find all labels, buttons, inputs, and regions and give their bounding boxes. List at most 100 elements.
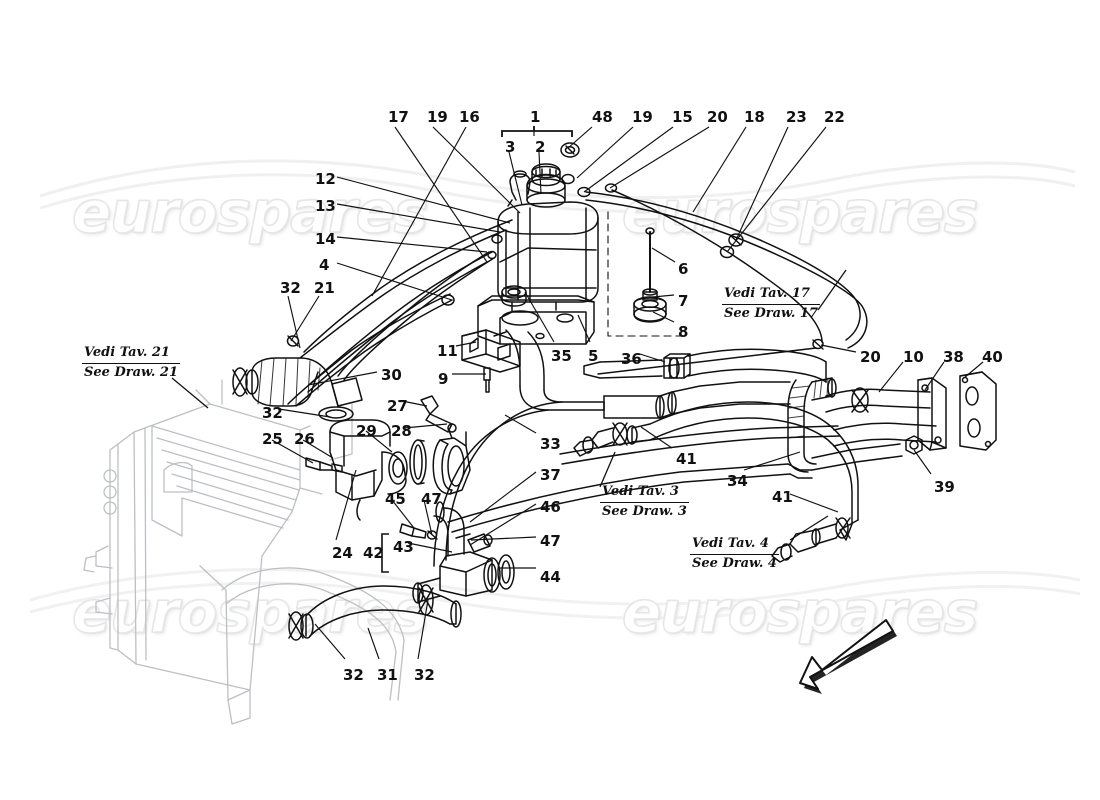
leader-line-19	[432, 126, 521, 214]
callout-number-4: 4	[319, 256, 330, 274]
callout-number-15: 15	[672, 108, 693, 126]
callout-number-31: 31	[377, 666, 398, 684]
leader-line-2	[538, 151, 542, 195]
pipe-end-44	[483, 557, 501, 593]
leader-line-4	[336, 262, 453, 301]
leader-line-10	[878, 361, 904, 393]
clamp-20	[812, 338, 824, 350]
callout-number-21: 21	[314, 279, 335, 297]
leader-line-16	[371, 126, 467, 297]
bracket-group-42	[381, 533, 389, 573]
leader-line-17	[394, 126, 488, 263]
hose-34-lower	[649, 401, 859, 563]
callout-number-44: 44	[540, 568, 561, 586]
expansion-tank	[497, 201, 599, 313]
leader-line-25	[271, 439, 314, 464]
leader-line-24	[335, 469, 357, 541]
callout-number-38: 38	[943, 348, 964, 366]
clamp-23	[728, 233, 744, 247]
callout-number-41: 41	[676, 450, 697, 468]
leader-line-29	[365, 430, 393, 453]
leader-line-47	[470, 536, 537, 541]
watermark-text: eurospares	[621, 577, 979, 646]
callout-number-28: 28	[391, 422, 412, 440]
leader-line-43	[407, 542, 453, 553]
leader-line-32	[287, 295, 301, 349]
callout-number-39: 39	[934, 478, 955, 496]
ref-tav-3-leader	[599, 451, 616, 488]
leader-line-39	[913, 449, 932, 475]
callout-number-19: 19	[632, 108, 653, 126]
leader-line-5	[577, 314, 591, 343]
leader-line-22	[726, 126, 827, 253]
leader-line-32	[278, 408, 331, 418]
leader-line-12	[336, 176, 511, 224]
background-swoosh-top	[39, 159, 1076, 214]
leader-line-18	[692, 126, 747, 213]
callout-number-6: 6	[678, 260, 689, 278]
clamp-36	[663, 353, 691, 379]
leader-line-41	[640, 426, 673, 449]
callout-number-18: 18	[744, 108, 765, 126]
callout-number-32: 32	[262, 404, 283, 422]
callout-number-16: 16	[459, 108, 480, 126]
gasket-29	[409, 439, 427, 485]
callout-number-29: 29	[356, 422, 377, 440]
hose-16	[337, 251, 495, 381]
leader-line-15	[583, 126, 674, 193]
plate-40	[959, 371, 997, 451]
callout-number-43: 43	[393, 538, 414, 556]
callout-number-17: 17	[388, 108, 409, 126]
bolt-9	[483, 367, 491, 393]
leader-line-31	[367, 627, 380, 660]
leader-line-11	[455, 341, 477, 347]
clamp-10	[851, 387, 869, 413]
ref-tav-17-leader	[817, 269, 847, 311]
leader-line-7	[652, 294, 675, 298]
ref-tav-4-line-it: Vedi Tav. 4	[690, 536, 779, 555]
callout-number-42: 42	[363, 544, 384, 562]
leader-line-28	[403, 423, 448, 429]
leader-line-21	[290, 295, 320, 342]
callout-number-22: 22	[824, 108, 845, 126]
callout-number-32: 32	[280, 279, 301, 297]
callout-number-47: 47	[540, 532, 561, 550]
hose-30	[232, 357, 363, 422]
radiator-assembly-ghost	[83, 379, 405, 725]
bolt-27	[420, 395, 457, 433]
watermark-text: eurospares	[71, 177, 429, 246]
leader-line-33	[504, 414, 537, 434]
detail-frame	[607, 211, 689, 337]
leader-line-37	[469, 471, 537, 523]
tube-20-horizontal	[597, 347, 817, 375]
rod-and-grommet	[633, 227, 667, 323]
callout-number-45: 45	[385, 490, 406, 508]
callout-number-32: 32	[343, 666, 364, 684]
ref-tav-21-leader	[171, 377, 209, 409]
washer-48	[560, 142, 580, 158]
leader-line-47	[423, 499, 433, 536]
ref-tav-3-line-en: See Draw. 3	[602, 503, 687, 519]
leader-line-20	[820, 344, 857, 353]
callout-number-2: 2	[535, 138, 546, 156]
callout-number-30: 30	[381, 366, 402, 384]
leader-line-48	[567, 126, 593, 149]
callout-number-20: 20	[860, 348, 881, 366]
leader-line-35	[524, 291, 555, 343]
callout-number-5: 5	[588, 347, 599, 365]
callout-number-26: 26	[294, 430, 315, 448]
clamp-41-a	[612, 422, 628, 446]
bracket-38	[917, 377, 947, 451]
callout-number-24: 24	[332, 544, 353, 562]
direction-arrow	[799, 619, 894, 690]
cooling-system-parts	[232, 142, 997, 641]
callout-number-7: 7	[678, 292, 689, 310]
ref-tav-4-leader	[789, 515, 829, 541]
callout-leader-lines	[271, 126, 984, 660]
callout-number-37: 37	[540, 466, 561, 484]
